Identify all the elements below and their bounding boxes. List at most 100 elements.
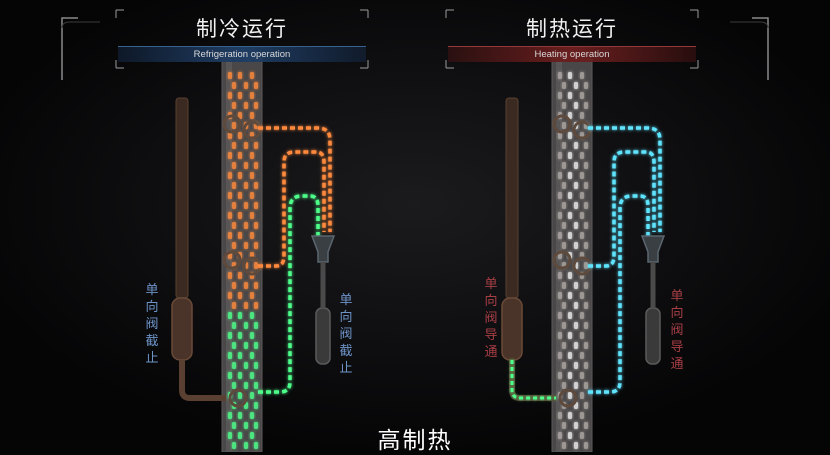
refrigeration-subtitle: Refrigeration operation — [118, 46, 366, 62]
left-return-pipe — [179, 360, 226, 401]
column-dot — [568, 92, 572, 99]
column-dot — [228, 172, 232, 179]
column-dot — [244, 282, 248, 289]
column-fitting — [552, 114, 572, 134]
column-dot — [228, 352, 232, 359]
column-dot — [574, 102, 578, 109]
distributor — [310, 235, 336, 263]
column-dot — [238, 172, 242, 179]
column-dot — [580, 332, 584, 339]
column-dot — [568, 332, 572, 339]
column-dot — [238, 132, 242, 139]
column-dot — [238, 352, 242, 359]
column-fitting — [242, 120, 262, 140]
column-dot — [244, 342, 248, 349]
column-dot — [562, 242, 566, 249]
column-dot — [254, 202, 258, 209]
column-dot — [568, 412, 572, 419]
column-dot — [562, 422, 566, 429]
right-panel-left-check-valve-label: 单向阀导通 — [484, 277, 498, 360]
column-dot — [584, 222, 588, 229]
column-dot — [584, 442, 588, 449]
column-dot — [568, 352, 572, 359]
column-dot — [562, 282, 566, 289]
column-dot — [250, 152, 254, 159]
column-dot — [238, 72, 242, 79]
column-dot — [250, 312, 254, 319]
column-dot — [584, 402, 588, 409]
left-panel-right-check-valve-label: 单向阀截止 — [339, 293, 353, 376]
column-dot — [228, 152, 232, 159]
column-dot — [254, 322, 258, 329]
column-dot — [580, 352, 584, 359]
column-dot — [250, 392, 254, 399]
left-check-valve — [501, 297, 523, 361]
column-dot — [228, 332, 232, 339]
column-dot — [250, 372, 254, 379]
column-dot — [244, 322, 248, 329]
column-dot — [250, 432, 254, 439]
column-dot — [232, 362, 236, 369]
column-dot — [584, 422, 588, 429]
column-dot — [228, 192, 232, 199]
column-dot — [580, 72, 584, 79]
column-dot — [574, 342, 578, 349]
right-panel-right-check-valve-label: 单向阀导通 — [670, 289, 684, 372]
column-dot — [238, 92, 242, 99]
column-dot — [568, 112, 572, 119]
column-dot — [244, 362, 248, 369]
column-dot — [254, 422, 258, 429]
column-dot — [568, 72, 572, 79]
column-dot — [568, 372, 572, 379]
column-dot — [558, 92, 562, 99]
column-fitting — [222, 114, 242, 134]
left-return-flow — [510, 360, 556, 400]
column-dot — [558, 192, 562, 199]
column-dot — [568, 292, 572, 299]
column-dot — [228, 132, 232, 139]
column-dot — [254, 362, 258, 369]
column-dot — [232, 242, 236, 249]
column-dot — [574, 422, 578, 429]
column-dot — [238, 372, 242, 379]
column-dot — [574, 362, 578, 369]
column-dot — [574, 382, 578, 389]
column-dot — [562, 222, 566, 229]
column-dot — [558, 432, 562, 439]
column-dot — [232, 442, 236, 449]
outer-loop-1 — [588, 126, 662, 232]
column-dot — [580, 292, 584, 299]
column-dot — [238, 412, 242, 419]
column-dot — [584, 322, 588, 329]
column-dot — [244, 142, 248, 149]
column-dot — [232, 82, 236, 89]
distributor — [640, 235, 666, 263]
column-dot — [254, 342, 258, 349]
column-dot — [562, 162, 566, 169]
column-dot — [228, 412, 232, 419]
column-dot — [584, 262, 588, 269]
column-dot — [244, 302, 248, 309]
column-dot — [562, 102, 566, 109]
column-dot — [232, 322, 236, 329]
column-dot — [250, 352, 254, 359]
column-dot — [244, 182, 248, 189]
column-dot — [584, 302, 588, 309]
column-dot — [250, 72, 254, 79]
column-dot — [584, 202, 588, 209]
column-dot — [584, 82, 588, 89]
column-dot — [232, 302, 236, 309]
column-dot — [228, 372, 232, 379]
column-dot — [558, 412, 562, 419]
column-dot — [584, 362, 588, 369]
left-check-valve — [171, 297, 193, 361]
column-dot — [584, 182, 588, 189]
column-dot — [232, 122, 236, 129]
column-dot — [580, 392, 584, 399]
column-dot — [228, 292, 232, 299]
column-dot — [238, 312, 242, 319]
column-dot — [580, 412, 584, 419]
column-dot — [254, 222, 258, 229]
column-dot — [232, 422, 236, 429]
